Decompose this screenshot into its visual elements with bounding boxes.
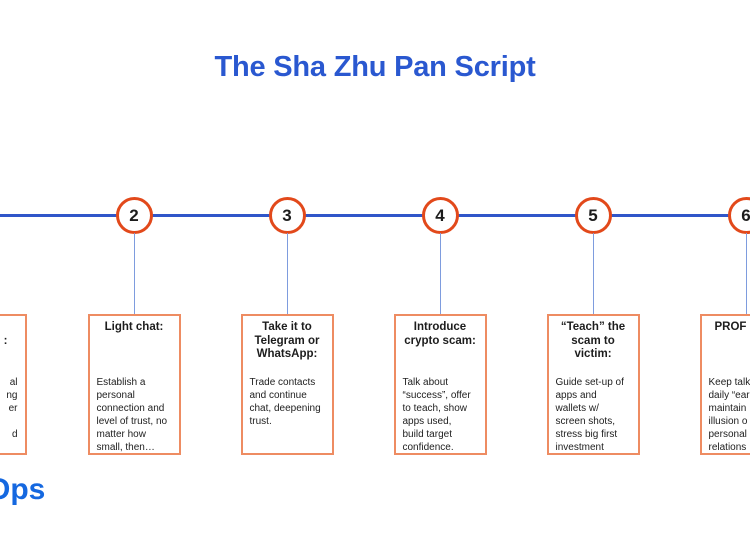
step-circle-2: 2 <box>115 197 153 234</box>
step-box-body: Keep talk daily “ear maintain illusion o… <box>708 377 750 453</box>
step-number: 5 <box>588 205 598 225</box>
logo-partial: Ops <box>0 473 46 506</box>
step-number: 3 <box>282 205 292 225</box>
step-number: 2 <box>129 205 139 225</box>
step-connector-5 <box>592 233 594 314</box>
timeline-line <box>0 214 750 217</box>
step-connector-3 <box>286 233 288 314</box>
step-box-5: “Teach” the scam to victim: Guide set-up… <box>546 314 640 455</box>
step-circle-5: 5 <box>574 197 612 234</box>
page-title: The Sha Zhu Pan Script <box>214 51 536 83</box>
step-box-body: Establish a personal connection and leve… <box>96 377 168 453</box>
step-box-header: : <box>3 334 8 347</box>
step-box-body: Trade contacts and continue chat, deepen… <box>249 377 321 427</box>
step-box-6: PROF Keep talk daily “ear maintain illus… <box>699 314 750 455</box>
step-box-2: Light chat: Establish a personal connect… <box>87 314 181 455</box>
step-circle-4: 4 <box>421 197 459 234</box>
step-connector-2 <box>133 233 135 314</box>
step-connector-6 <box>745 233 747 314</box>
step-box-body: Guide set-up of apps and wallets w/ scre… <box>555 377 624 453</box>
step-box-4: Introduce crypto scam: Talk about “succe… <box>393 314 487 455</box>
step-box-body: al ng er d <box>6 377 18 440</box>
step-box-header: PROF <box>714 321 747 333</box>
step-number: 4 <box>435 205 445 225</box>
step-number: 6 <box>741 205 750 225</box>
step-box-3: Take it to Telegram or WhatsApp: Trade c… <box>240 314 334 455</box>
step-box-body: Talk about “success”, offer to teach, sh… <box>402 377 471 453</box>
step-connector-4 <box>439 233 441 314</box>
step-box-header: Take it to Telegram or WhatsApp: <box>254 321 320 360</box>
step-box-header: Introduce crypto scam: <box>404 321 476 347</box>
step-box-header: “Teach” the scam to victim: <box>560 321 626 360</box>
step-box-header: Light chat: <box>104 321 164 333</box>
step-circle-3: 3 <box>268 197 306 234</box>
step-box-1: : al ng er d <box>0 314 27 455</box>
step-circle-6: 6 <box>727 197 750 234</box>
